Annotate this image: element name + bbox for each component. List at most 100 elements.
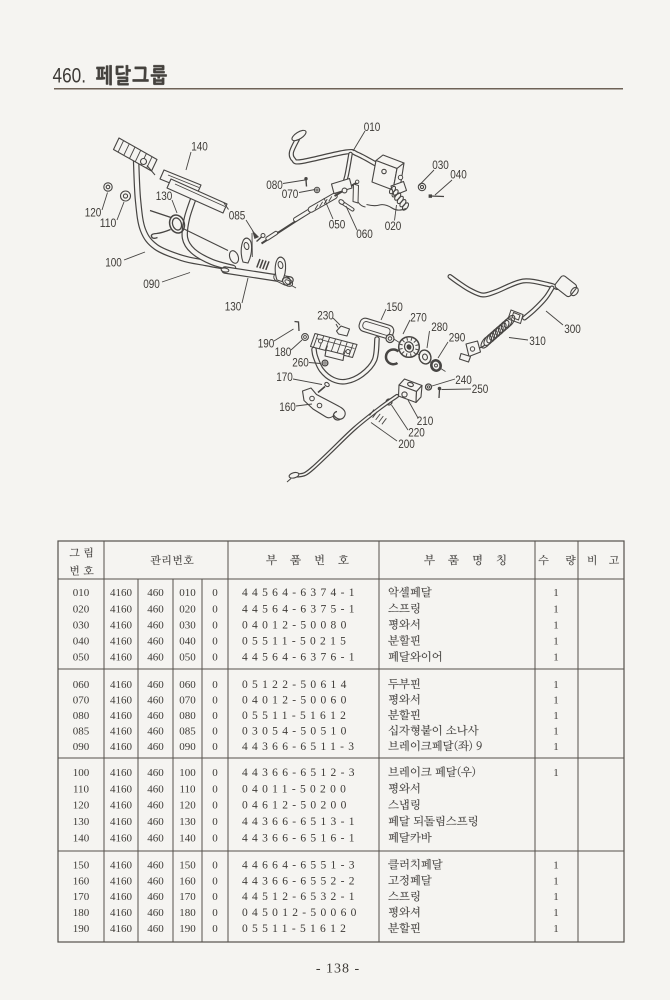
svg-text:040: 040: [73, 636, 90, 648]
svg-text:460: 460: [147, 587, 164, 599]
svg-text:04012-50080: 04012-50080: [242, 619, 351, 631]
svg-text:0: 0: [212, 833, 218, 845]
svg-text:1: 1: [553, 725, 559, 737]
svg-text:0: 0: [212, 652, 218, 664]
svg-text:4160: 4160: [110, 603, 133, 615]
svg-text:4160: 4160: [110, 907, 133, 919]
svg-text:0: 0: [212, 907, 218, 919]
svg-text:210: 210: [417, 416, 434, 428]
svg-text:220: 220: [408, 428, 425, 440]
svg-text:080: 080: [179, 710, 196, 722]
svg-text:44366-6513-1: 44366-6513-1: [242, 816, 359, 828]
svg-text:060: 060: [73, 679, 90, 691]
svg-text:4160: 4160: [110, 891, 133, 903]
svg-text:44512-6532-1: 44512-6532-1: [242, 891, 359, 903]
svg-text:460: 460: [147, 652, 164, 664]
svg-text:460: 460: [147, 907, 164, 919]
svg-text:090: 090: [73, 741, 90, 753]
svg-text:030: 030: [73, 619, 90, 631]
svg-text:1: 1: [553, 923, 559, 935]
svg-text:0: 0: [212, 783, 218, 795]
svg-text:4160: 4160: [110, 710, 133, 722]
svg-text:260: 260: [292, 358, 309, 370]
svg-text:070: 070: [179, 694, 196, 706]
svg-text:050: 050: [329, 220, 346, 232]
svg-text:0: 0: [212, 619, 218, 631]
svg-text:100: 100: [105, 258, 122, 270]
svg-text:4160: 4160: [110, 636, 133, 648]
svg-text:130: 130: [179, 816, 196, 828]
svg-text:4160: 4160: [110, 587, 133, 599]
svg-text:0: 0: [212, 679, 218, 691]
svg-text:010: 010: [179, 587, 196, 599]
svg-text:1: 1: [553, 710, 559, 722]
svg-text:170: 170: [276, 372, 293, 384]
svg-text:190: 190: [73, 923, 90, 935]
svg-text:130: 130: [156, 191, 173, 203]
svg-text:460: 460: [147, 710, 164, 722]
svg-text:1: 1: [553, 891, 559, 903]
svg-text:44564-6376-1: 44564-6376-1: [242, 652, 359, 664]
svg-text:120: 120: [73, 800, 90, 812]
svg-text:310: 310: [529, 336, 546, 348]
svg-text:1: 1: [553, 619, 559, 631]
svg-text:150: 150: [386, 302, 403, 314]
svg-text:280: 280: [431, 322, 448, 334]
svg-text:05511-50215: 05511-50215: [242, 636, 350, 648]
svg-text:0: 0: [212, 891, 218, 903]
svg-text:140: 140: [191, 141, 208, 153]
svg-text:0: 0: [212, 800, 218, 812]
svg-text:4160: 4160: [110, 816, 133, 828]
svg-text:045012-50060: 045012-50060: [242, 907, 361, 919]
svg-text:030: 030: [179, 619, 196, 631]
svg-text:240: 240: [455, 375, 472, 387]
svg-text:4160: 4160: [110, 741, 133, 753]
svg-text:050: 050: [179, 652, 196, 664]
svg-text:110: 110: [73, 783, 90, 795]
svg-text:460: 460: [147, 875, 164, 887]
svg-text:1: 1: [553, 587, 559, 599]
svg-text:100: 100: [179, 767, 196, 779]
svg-text:44564-6375-1: 44564-6375-1: [242, 603, 359, 615]
svg-text:050: 050: [73, 652, 90, 664]
svg-text:160: 160: [279, 402, 296, 414]
svg-text:130: 130: [73, 816, 90, 828]
svg-text:44366-6512-3: 44366-6512-3: [242, 767, 359, 779]
svg-text:4160: 4160: [110, 783, 133, 795]
svg-text:140: 140: [179, 833, 196, 845]
svg-text:460.: 460.: [53, 65, 87, 88]
svg-text:4160: 4160: [110, 875, 133, 887]
svg-text:080: 080: [266, 180, 283, 192]
svg-text:200: 200: [398, 439, 415, 451]
svg-text:020: 020: [73, 603, 90, 615]
svg-text:130: 130: [225, 302, 242, 314]
svg-text:060: 060: [179, 679, 196, 691]
svg-text:070: 070: [73, 694, 90, 706]
svg-text:460: 460: [147, 679, 164, 691]
svg-text:160: 160: [73, 875, 90, 887]
svg-text:170: 170: [179, 891, 196, 903]
svg-text:44564-6374-1: 44564-6374-1: [242, 587, 359, 599]
svg-text:460: 460: [147, 741, 164, 753]
svg-text:0: 0: [212, 725, 218, 737]
svg-text:0: 0: [212, 816, 218, 828]
svg-text:4160: 4160: [110, 619, 133, 631]
svg-text:190: 190: [179, 923, 196, 935]
svg-text:010: 010: [364, 122, 381, 134]
svg-text:460: 460: [147, 859, 164, 871]
svg-text:190: 190: [258, 339, 275, 351]
svg-text:460: 460: [147, 725, 164, 737]
svg-text:44366-6511-3: 44366-6511-3: [242, 741, 358, 753]
svg-text:090: 090: [143, 279, 160, 291]
svg-text:460: 460: [147, 833, 164, 845]
svg-text:085: 085: [73, 725, 90, 737]
svg-text:460: 460: [147, 923, 164, 935]
svg-text:4160: 4160: [110, 652, 133, 664]
svg-text:170: 170: [73, 891, 90, 903]
svg-text:44366-6552-2: 44366-6552-2: [242, 875, 359, 887]
svg-text:460: 460: [147, 636, 164, 648]
svg-text:4160: 4160: [110, 725, 133, 737]
svg-text:250: 250: [472, 384, 489, 396]
svg-text:1: 1: [553, 679, 559, 691]
svg-text:0: 0: [212, 875, 218, 887]
